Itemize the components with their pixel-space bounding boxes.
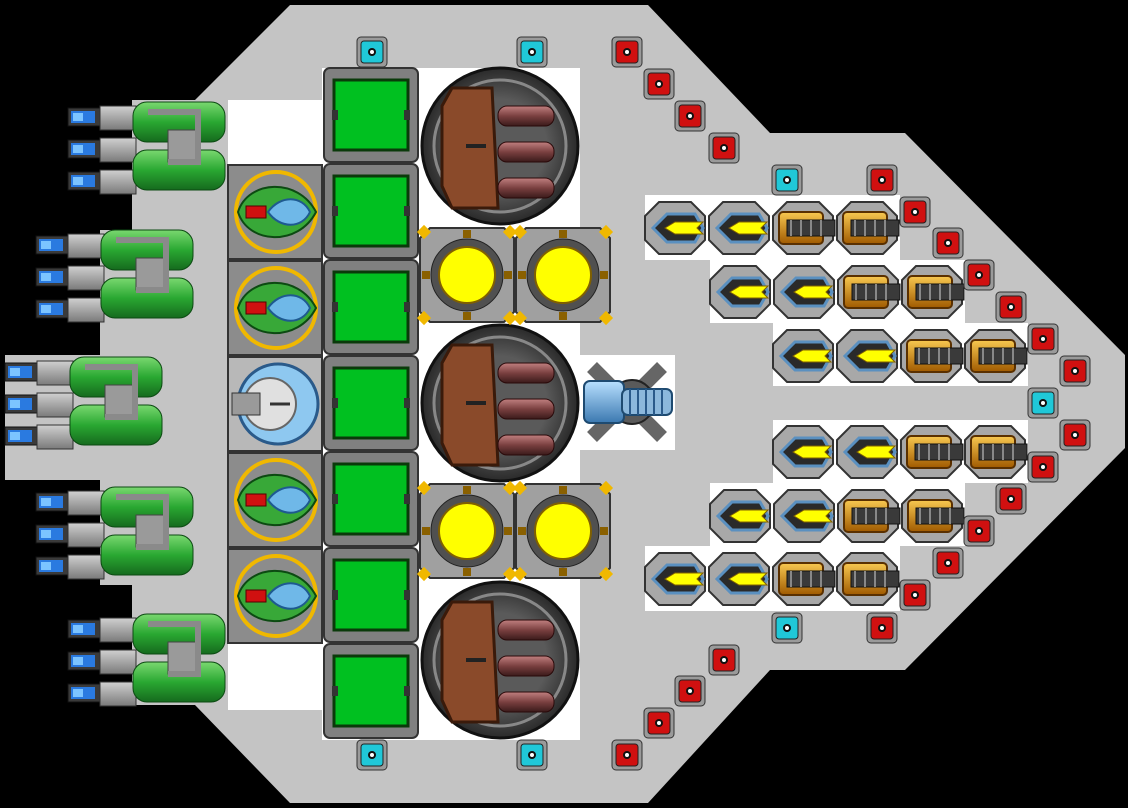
- beam-gun-icon: [644, 552, 706, 606]
- beam-gun-icon: [772, 425, 834, 479]
- autocannon-icon: [836, 201, 900, 255]
- thruster-icon: [67, 101, 226, 195]
- storage-block-icon: [323, 67, 419, 163]
- armor-node-icon: [963, 259, 995, 291]
- storage-block-icon: [323, 451, 419, 547]
- spinal-cannon-icon: [583, 362, 673, 442]
- armor-node-icon: [674, 100, 706, 132]
- armor-node-icon: [611, 36, 643, 68]
- autocannon-icon: [901, 489, 965, 543]
- fighter-bay-icon: [227, 548, 323, 644]
- autocannon-icon: [772, 201, 836, 255]
- autocannon-icon: [836, 552, 900, 606]
- triple-barrel-turret-icon: [420, 580, 580, 740]
- reactor-core-icon: [416, 480, 518, 582]
- armor-node-icon: [1059, 355, 1091, 387]
- autocannon-icon: [772, 552, 836, 606]
- armor-node-icon: [963, 515, 995, 547]
- autocannon-icon: [900, 329, 964, 383]
- storage-block-icon: [323, 259, 419, 355]
- beam-gun-icon: [644, 201, 706, 255]
- autocannon-icon: [837, 265, 901, 319]
- autocannon-icon: [964, 425, 1028, 479]
- armor-node-icon: [866, 612, 898, 644]
- beam-gun-icon: [836, 329, 898, 383]
- reactor-core-icon: [512, 224, 614, 326]
- armor-node-icon: [1027, 323, 1059, 355]
- armor-node-icon: [932, 227, 964, 259]
- sensor-node-icon: [771, 164, 803, 196]
- beam-gun-icon: [708, 201, 770, 255]
- sensor-node-icon: [516, 36, 548, 68]
- sensor-node-icon: [1027, 387, 1059, 419]
- armor-node-icon: [643, 68, 675, 100]
- armor-node-icon: [932, 547, 964, 579]
- armor-node-icon: [674, 675, 706, 707]
- beam-gun-icon: [836, 425, 898, 479]
- storage-block-icon: [323, 163, 419, 259]
- autocannon-icon: [837, 489, 901, 543]
- shield-dome-icon: [227, 356, 323, 452]
- autocannon-icon: [901, 265, 965, 319]
- armor-node-icon: [643, 707, 675, 739]
- storage-block-icon: [323, 355, 419, 451]
- beam-gun-icon: [708, 552, 770, 606]
- armor-node-icon: [611, 739, 643, 771]
- beam-gun-icon: [709, 489, 771, 543]
- storage-block-icon: [323, 643, 419, 739]
- beam-gun-icon: [772, 329, 834, 383]
- sensor-node-icon: [356, 36, 388, 68]
- armor-node-icon: [995, 483, 1027, 515]
- thruster-icon: [4, 356, 163, 450]
- thruster-icon: [35, 229, 194, 323]
- reactor-core-icon: [512, 480, 614, 582]
- armor-node-icon: [708, 132, 740, 164]
- thruster-icon: [67, 613, 226, 707]
- beam-gun-icon: [709, 265, 771, 319]
- sensor-node-icon: [771, 612, 803, 644]
- beam-gun-icon: [773, 489, 835, 543]
- fighter-bay-icon: [227, 452, 323, 548]
- sensor-node-icon: [356, 739, 388, 771]
- fighter-bay-icon: [227, 164, 323, 260]
- reactor-core-icon: [416, 224, 518, 326]
- thruster-icon: [35, 486, 194, 580]
- armor-node-icon: [899, 196, 931, 228]
- armor-node-icon: [1059, 419, 1091, 451]
- beam-gun-icon: [773, 265, 835, 319]
- armor-node-icon: [899, 579, 931, 611]
- armor-node-icon: [866, 164, 898, 196]
- triple-barrel-turret-icon: [420, 66, 580, 226]
- storage-block-icon: [323, 547, 419, 643]
- armor-node-icon: [1027, 451, 1059, 483]
- sensor-node-icon: [516, 739, 548, 771]
- armor-node-icon: [995, 291, 1027, 323]
- triple-barrel-turret-icon: [420, 323, 580, 483]
- autocannon-icon: [900, 425, 964, 479]
- autocannon-icon: [964, 329, 1028, 383]
- fighter-bay-icon: [227, 260, 323, 356]
- armor-node-icon: [708, 644, 740, 676]
